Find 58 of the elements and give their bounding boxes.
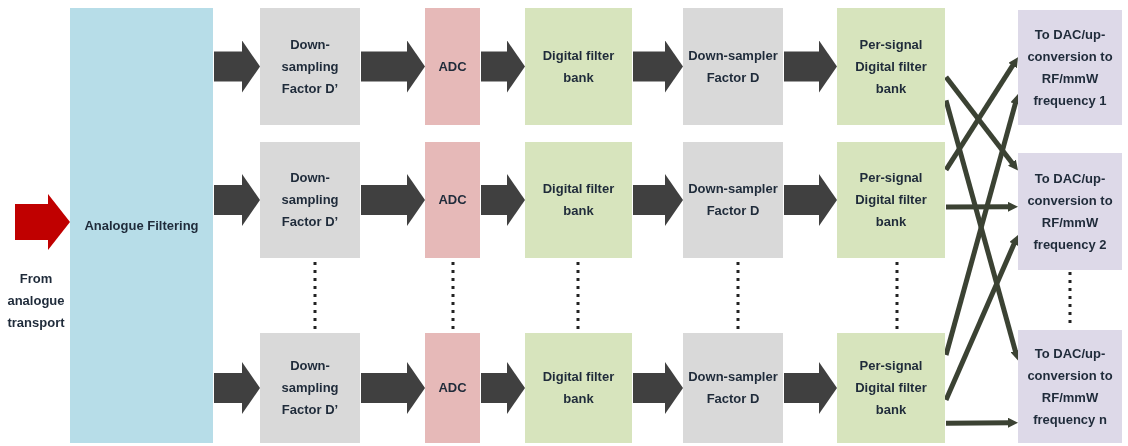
block-arrow — [214, 40, 260, 93]
process-box — [525, 8, 632, 125]
box-label: Per-signal Digital filter bank — [854, 357, 928, 419]
process-box — [683, 333, 783, 443]
process-box — [260, 8, 360, 125]
process-box — [70, 8, 213, 443]
box-label: Per-signal Digital filter bank — [854, 35, 928, 98]
box-label: Digital filter bank — [541, 46, 616, 87]
arrow — [946, 417, 1018, 428]
process-box — [683, 8, 783, 125]
block-arrow — [214, 362, 260, 414]
process-box — [1018, 153, 1122, 270]
process-box — [525, 142, 632, 258]
box-label: ADC — [438, 57, 467, 76]
process-box — [683, 142, 783, 258]
arrow — [946, 201, 1018, 212]
process-box — [837, 333, 945, 443]
box-label: Per-signal Digital filter bank — [854, 169, 928, 231]
box-label: Digital filter bank — [541, 368, 616, 408]
box-label: Digital filter bank — [541, 180, 616, 220]
block-arrow — [361, 40, 425, 93]
box-label: Down-sampling Factor D’ — [280, 169, 340, 231]
block-arrow — [15, 194, 70, 250]
process-box — [425, 8, 480, 125]
process-box — [260, 333, 360, 443]
box-label: To DAC/up-conversion to RF/mmW frequency 2 — [1026, 169, 1114, 254]
box-label: Down-sampling Factor D’ — [280, 357, 340, 419]
box-label: Analogue Filtering — [84, 216, 199, 235]
block-arrow — [784, 40, 837, 93]
block-arrow — [633, 40, 683, 93]
block-arrow — [361, 362, 425, 414]
box-label: ADC — [438, 191, 467, 209]
block-arrow — [633, 362, 683, 414]
block-arrow — [784, 174, 837, 226]
process-box — [425, 333, 480, 443]
process-box — [1018, 10, 1122, 125]
box-label: Down-sampler Factor D — [687, 46, 779, 87]
box-label: Down-sampling Factor D’ — [280, 35, 340, 98]
box-label: Down-sampler Factor D — [687, 368, 779, 408]
process-box — [425, 142, 480, 258]
block-arrow — [214, 174, 260, 226]
process-box — [260, 142, 360, 258]
block-arrow — [481, 174, 525, 226]
process-box — [837, 142, 945, 258]
block-arrow — [361, 174, 425, 226]
process-box — [837, 8, 945, 125]
box-label: Down-sampler Factor D — [687, 180, 779, 220]
box-label: ADC — [438, 379, 467, 397]
process-box — [1018, 330, 1122, 443]
block-arrow — [784, 362, 837, 414]
arrow — [944, 75, 1018, 171]
box-label: To DAC/up-conversion to RF/mmW frequency 1 — [1026, 25, 1114, 110]
process-box — [525, 333, 632, 443]
block-arrow — [481, 362, 525, 414]
block-arrow — [481, 40, 525, 93]
box-label: To DAC/up-conversion to RF/mmW frequency n — [1026, 344, 1114, 429]
input-caption: From analogue transport — [6, 270, 66, 332]
block-arrow — [633, 174, 683, 226]
